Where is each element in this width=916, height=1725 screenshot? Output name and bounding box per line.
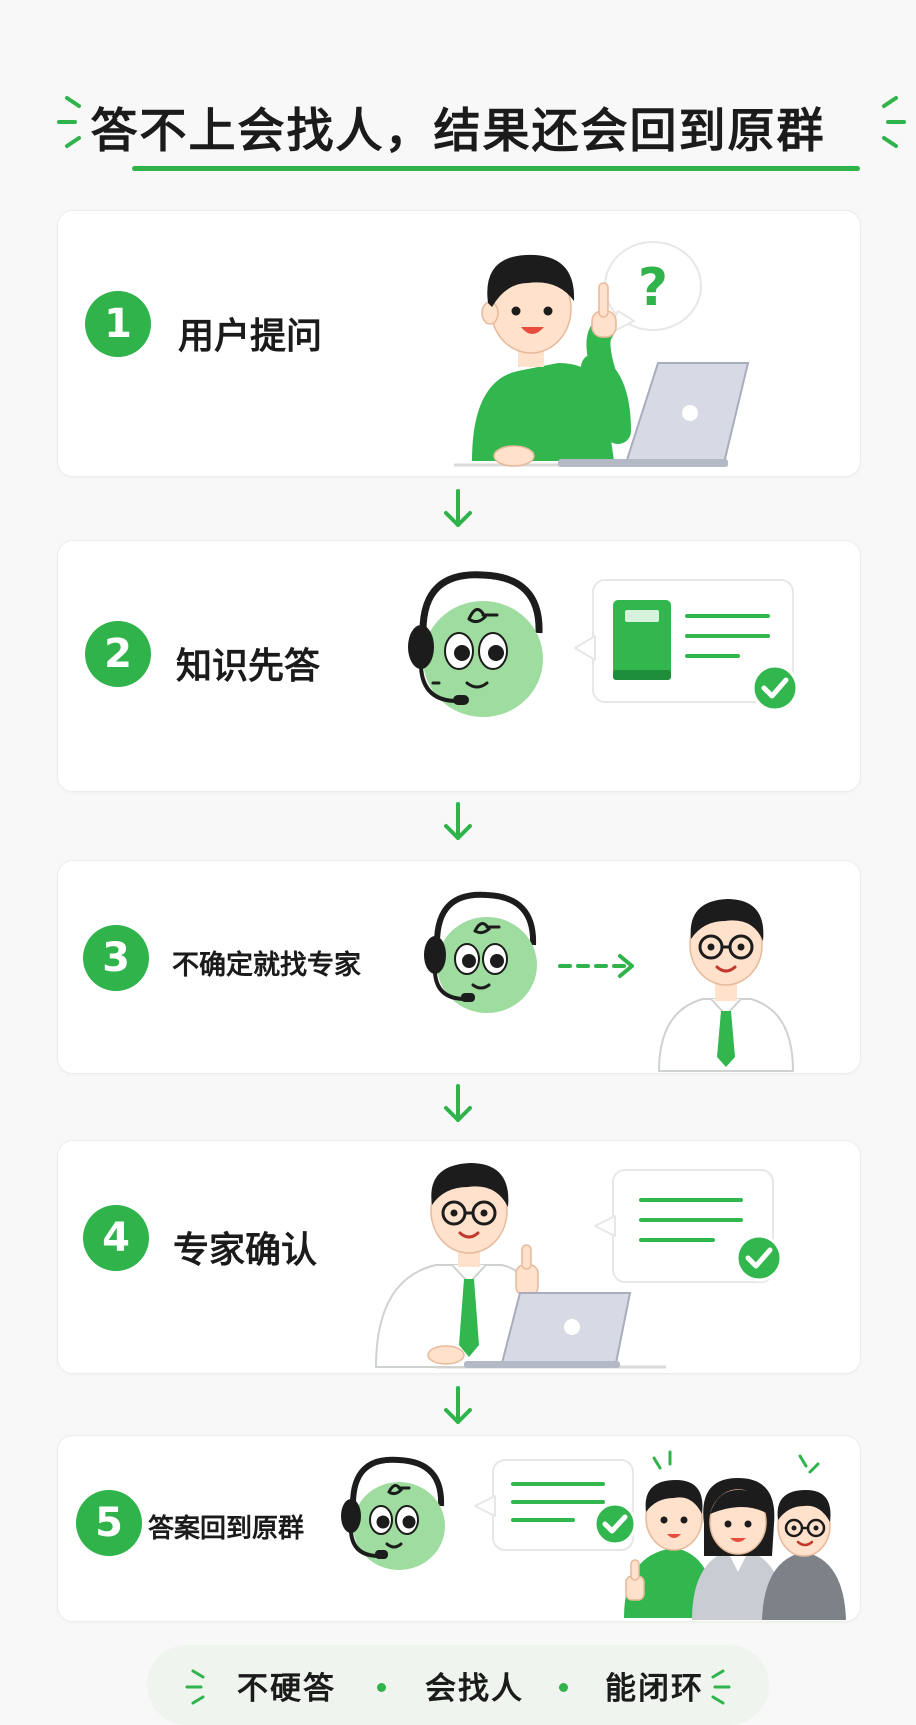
down-arrow-icon <box>444 802 472 840</box>
page-title: 答不上会找人，结果还会回到原群 <box>90 104 826 159</box>
check-circle-icon <box>751 664 799 712</box>
group-members-illustration <box>624 1450 846 1620</box>
footer-item: 能闭环 <box>605 1671 704 1707</box>
step-label: 知识先答 <box>176 646 321 687</box>
down-arrow-icon <box>444 1386 472 1424</box>
svg-text:?: ? <box>638 258 668 318</box>
ai-mascot-headset-illustration <box>424 891 537 1013</box>
answer-bubble-illustration <box>474 1459 637 1551</box>
step-number-badge: 4 <box>83 1205 149 1271</box>
down-arrow-icon <box>444 489 472 527</box>
user-with-laptop-illustration: ? <box>454 241 750 467</box>
book-icon <box>613 600 671 680</box>
step-number-badge: 2 <box>85 621 151 687</box>
separator-dot <box>559 1683 568 1692</box>
sparkle-icon <box>652 1450 820 1474</box>
confirmed-answer-bubble-illustration <box>594 1169 783 1283</box>
title-underline <box>132 166 860 171</box>
check-circle-icon <box>735 1234 783 1282</box>
step-number-badge: 1 <box>85 291 151 357</box>
ai-mascot-headset-illustration <box>341 1456 445 1570</box>
step-card-5: 5 答案回到原群 <box>57 1435 861 1622</box>
sparkle-right-icon <box>882 96 906 148</box>
step-label: 用户提问 <box>178 316 323 357</box>
dashed-arrow-right-icon <box>558 954 634 978</box>
sparkle-right-icon <box>711 1669 731 1705</box>
sparkle-left-icon <box>185 1669 205 1705</box>
separator-dot <box>377 1683 386 1692</box>
step-card-2: 2 知识先答 <box>57 540 861 792</box>
knowledge-answer-bubble-illustration <box>574 579 799 712</box>
ai-mascot-headset-illustration <box>408 571 543 717</box>
expert-illustration <box>657 899 795 1072</box>
down-arrow-icon <box>444 1084 472 1122</box>
footer-item: 不硬答 <box>237 1671 336 1707</box>
title-area: 答不上会找人，结果还会回到原群 <box>0 80 916 180</box>
step-card-1: 1 用户提问 ? <box>57 210 861 477</box>
footer-summary: 不硬答 会找人 能闭环 <box>147 1645 769 1725</box>
step-label: 答案回到原群 <box>148 1514 305 1544</box>
question-bubble-icon: ? <box>604 241 702 336</box>
expert-with-laptop-illustration <box>374 1163 666 1369</box>
sparkle-left-icon <box>57 96 81 148</box>
step-number-badge: 5 <box>76 1490 142 1556</box>
check-circle-icon <box>593 1502 637 1546</box>
footer-item: 会找人 <box>425 1671 524 1707</box>
step-card-4: 4 专家确认 <box>57 1140 861 1374</box>
step-number-badge: 3 <box>83 925 149 991</box>
step-label: 专家确认 <box>173 1230 318 1271</box>
step-card-3: 3 不确定就找专家 <box>57 860 861 1074</box>
step-label: 不确定就找专家 <box>172 950 361 981</box>
